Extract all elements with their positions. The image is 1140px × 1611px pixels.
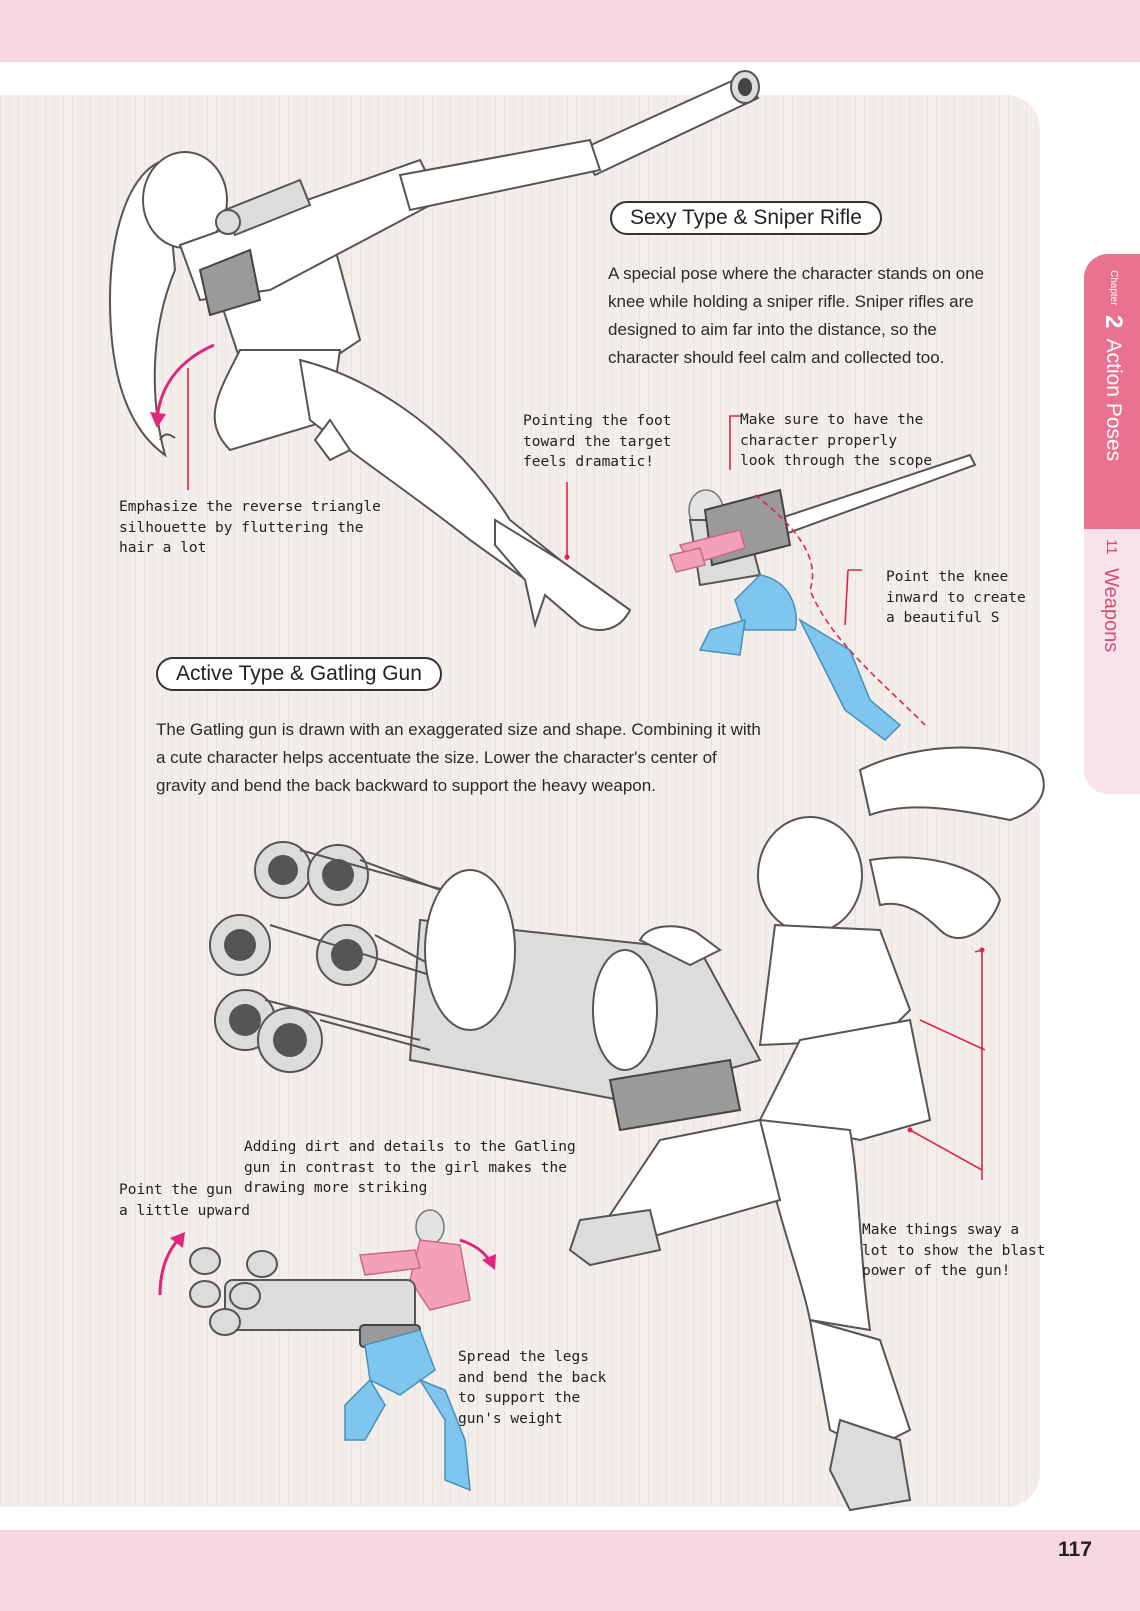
sway-note: Make things sway a lot to show the blast… bbox=[862, 1222, 1046, 1279]
scope-note: Make sure to have the character properly… bbox=[740, 412, 933, 469]
sniper-mannequin bbox=[669, 453, 977, 741]
sniper-girl-illustration bbox=[108, 70, 760, 631]
gatling-girl-illustration bbox=[209, 746, 1045, 1512]
knee-note: Point the knee inward to create a beauti… bbox=[886, 569, 1026, 626]
section-label: 11 Weapons bbox=[1099, 539, 1122, 652]
chapter-title: Action Poses bbox=[1102, 338, 1125, 462]
chapter-tab[interactable] bbox=[1084, 254, 1140, 529]
chapter-label: Chapter 2 Action Poses bbox=[1099, 270, 1127, 461]
scope-callout-line bbox=[729, 415, 742, 470]
sniper-section-heading: Sexy Type & Sniper Rifle bbox=[610, 201, 882, 235]
top-band bbox=[0, 0, 1140, 62]
section-number: 11 bbox=[1103, 539, 1120, 555]
hair-note: Emphasize the reverse triangle silhouett… bbox=[119, 499, 381, 556]
gatling-section-heading: Active Type & Gatling Gun bbox=[156, 657, 442, 691]
sniper-section-body: A special pose where the character stand… bbox=[608, 264, 985, 367]
legs-note: Spread the legs and bend the back to sup… bbox=[458, 1349, 607, 1427]
gatling-mannequin bbox=[158, 1209, 496, 1492]
chapter-side-tab[interactable]: Chapter 2 Action Poses 11 Weapons bbox=[1084, 254, 1140, 794]
dirt-note: Adding dirt and details to the Gatling g… bbox=[244, 1139, 576, 1196]
gatling-section-body: The Gatling gun is drawn with an exagger… bbox=[156, 720, 761, 795]
section-title: Weapons bbox=[1100, 568, 1122, 653]
bottom-band bbox=[0, 1530, 1140, 1611]
page-number: 117 bbox=[1058, 1538, 1092, 1561]
chapter-number: 2 bbox=[1100, 315, 1127, 329]
chapter-word: Chapter bbox=[1108, 270, 1119, 306]
gun-upward-note: Point the gun a little upward bbox=[119, 1182, 250, 1219]
foot-note: Pointing the foot toward the target feel… bbox=[523, 413, 672, 470]
